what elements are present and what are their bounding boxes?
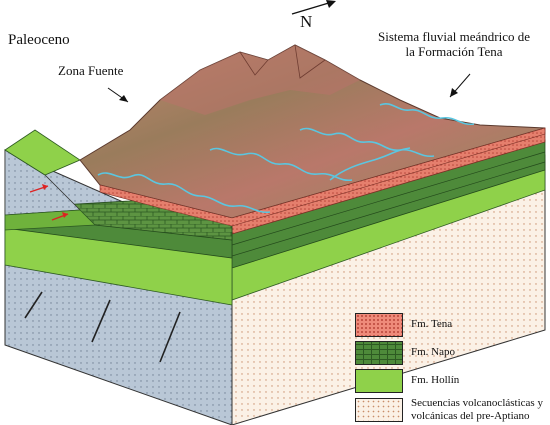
- legend-swatch-tena: [355, 313, 403, 337]
- fluvial-label-line1: Sistema fluvial meándrico de: [378, 29, 530, 44]
- legend-label-pre-aptian-line1: Secuencias volcanoclásticas y: [411, 397, 543, 409]
- legend-item-hollin: Fm. Hollín: [355, 369, 459, 393]
- tena-edge: [99, 127, 546, 227]
- legend-label-pre-aptian: Secuencias volcanoclásticas y volcánicas…: [411, 397, 543, 423]
- legend-swatch-napo: [355, 341, 403, 365]
- legend-label-tena: Fm. Tena: [411, 318, 453, 331]
- legend-label-napo: Fm. Napo: [411, 346, 455, 359]
- legend-item-tena: Fm. Tena: [355, 313, 452, 337]
- north-arrow-icon: [291, 1, 333, 15]
- legend-swatch-hollin: [355, 369, 403, 393]
- left-green-strip: [4, 209, 96, 231]
- legend-swatch-pre-aptian: [355, 398, 403, 423]
- legend-label-hollin: Fm. Hollín: [411, 374, 460, 387]
- legend-item-pre-aptian: Secuencias volcanoclásticas y volcánicas…: [355, 397, 543, 423]
- period-label: Paleoceno: [8, 32, 70, 48]
- source-zone-label: Zona Fuente: [58, 63, 124, 78]
- fluvial-label-line2: la Formación Tena: [405, 43, 503, 59]
- mountain-ridge: [160, 45, 360, 115]
- legend-label-pre-aptian-line2: volcánicas del pre-Aptiano: [411, 410, 530, 423]
- fluvial-system-label: Sistema fluvial meándrico de la Formació…: [378, 29, 530, 60]
- north-label: N: [300, 12, 313, 31]
- legend-item-napo: Fm. Napo: [355, 341, 455, 365]
- river-network: [97, 103, 475, 214]
